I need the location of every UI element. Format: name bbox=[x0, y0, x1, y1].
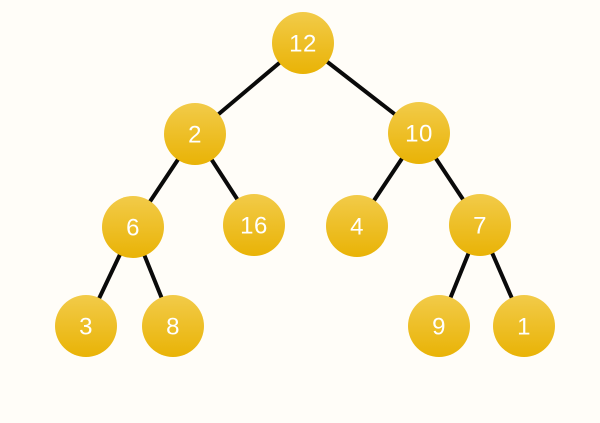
node-circle bbox=[272, 12, 334, 74]
node-label: 2 bbox=[188, 122, 202, 149]
node-label: 1 bbox=[517, 314, 531, 341]
node-circle bbox=[408, 295, 470, 357]
node-circle bbox=[449, 194, 511, 256]
tree-node-1: 1 bbox=[493, 295, 555, 357]
node-label: 12 bbox=[289, 31, 317, 58]
tree-node-4: 4 bbox=[326, 195, 388, 257]
node-circle bbox=[164, 103, 226, 165]
node-circle bbox=[102, 196, 164, 258]
node-label: 3 bbox=[79, 314, 93, 341]
tree-node-12: 12 bbox=[272, 12, 334, 74]
tree-node-6: 6 bbox=[102, 196, 164, 258]
node-circle bbox=[55, 295, 117, 357]
tree-node-2: 2 bbox=[164, 103, 226, 165]
node-label: 10 bbox=[405, 121, 433, 148]
node-circle bbox=[142, 295, 204, 357]
tree-node-16: 16 bbox=[223, 194, 285, 256]
node-label: 8 bbox=[166, 314, 180, 341]
tree-node-8: 8 bbox=[142, 295, 204, 357]
node-circle bbox=[493, 295, 555, 357]
node-label: 6 bbox=[126, 215, 140, 242]
tree-node-7: 7 bbox=[449, 194, 511, 256]
node-circle bbox=[388, 102, 450, 164]
node-label: 9 bbox=[432, 314, 446, 341]
tree-node-3: 3 bbox=[55, 295, 117, 357]
nodes-layer: 12 2 10 6 16 4 7 3 8 9 1 bbox=[55, 12, 555, 357]
node-label: 16 bbox=[240, 213, 268, 240]
node-circle bbox=[223, 194, 285, 256]
node-label: 4 bbox=[350, 214, 364, 241]
node-label: 7 bbox=[473, 213, 487, 240]
tree-node-10: 10 bbox=[388, 102, 450, 164]
tree-node-9: 9 bbox=[408, 295, 470, 357]
node-circle bbox=[326, 195, 388, 257]
